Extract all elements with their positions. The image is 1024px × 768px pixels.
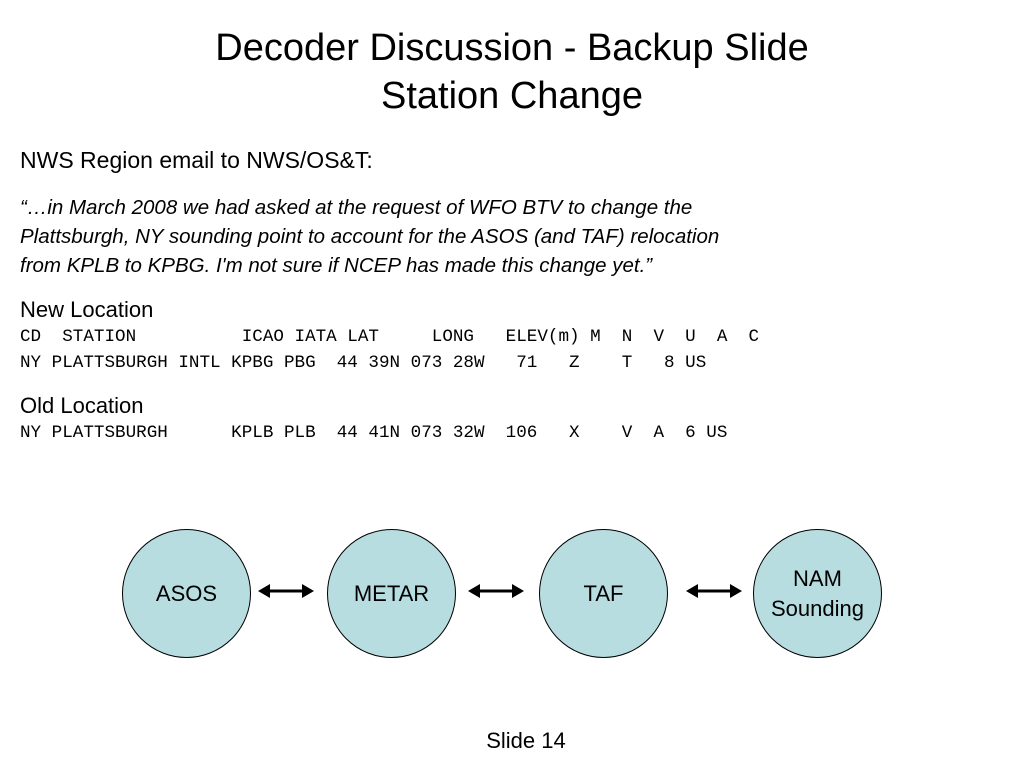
new-location-label: New Location — [20, 297, 154, 322]
email-quote: “…in March 2008 we had asked at the requ… — [20, 193, 719, 280]
double-headed-arrow-icon — [686, 584, 742, 598]
double-headed-arrow-icon — [258, 584, 314, 598]
quote-line: from KPLB to KPBG. I'm not sure if NCEP … — [20, 254, 653, 277]
slide-title: Decoder Discussion - Backup Slide Statio… — [0, 24, 1024, 120]
slide-number: Slide 14 — [486, 728, 566, 753]
double-headed-arrow-icon — [468, 584, 524, 598]
quote-line: “…in March 2008 we had asked at the requ… — [20, 196, 693, 219]
new-station-row: NY PLATTSBURGH INTL KPBG PBG 44 39N 073 … — [20, 353, 707, 373]
flow-node-metar: METAR — [327, 529, 456, 658]
flow-node-nam-sounding: NAM Sounding — [753, 529, 882, 658]
email-source-heading: NWS Region email to NWS/OS&T: — [20, 147, 373, 173]
old-station-row: NY PLATTSBURGH KPLB PLB 44 41N 073 32W 1… — [20, 423, 728, 443]
flow-node-taf: TAF — [539, 529, 668, 658]
title-line-1: Decoder Discussion - Backup Slide — [215, 27, 809, 69]
quote-line: Plattsburgh, NY sounding point to accoun… — [20, 225, 720, 248]
title-line-2: Station Change — [381, 75, 643, 117]
old-location-label: Old Location — [20, 393, 144, 418]
flow-node-asos: ASOS — [122, 529, 251, 658]
station-table-header: CD STATION ICAO IATA LAT LONG ELEV(m) M … — [20, 327, 760, 347]
